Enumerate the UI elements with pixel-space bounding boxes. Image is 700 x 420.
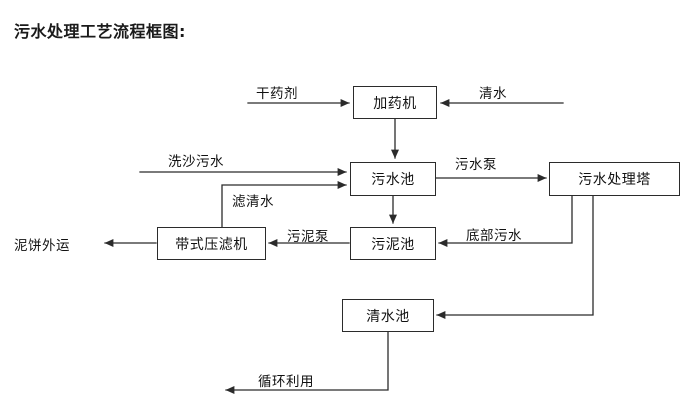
node-label: 污水处理塔 <box>578 172 651 188</box>
terminal-label-recycling-reuse: 循环利用 <box>258 374 314 390</box>
terminal-label-mud-cake-out: 泥饼外运 <box>14 238 70 254</box>
edge-label-filtered-clear-water: 滤清水 <box>232 194 274 210</box>
node-belt-filter-press[interactable]: 带式压滤机 <box>157 227 266 260</box>
edge-filter-press-to-sewage-pool <box>221 181 347 228</box>
edge-label-sewage-pump: 污水泵 <box>455 157 497 173</box>
page-title: 污水处理工艺流程框图: <box>14 22 186 41</box>
node-label: 加药机 <box>373 95 417 112</box>
node-clean-water-pool[interactable]: 清水池 <box>342 299 434 332</box>
node-sewage-pool[interactable]: 污水池 <box>350 162 436 196</box>
node-label: 污水池 <box>371 172 415 188</box>
node-label: 污泥池 <box>371 236 415 253</box>
edge-label-clean-water: 清水 <box>479 86 507 102</box>
node-dosing-machine[interactable]: 加药机 <box>353 86 437 119</box>
edge-tower-to-clean-water-pool <box>436 195 594 319</box>
edge-label-bottom-sewage: 底部污水 <box>466 228 522 244</box>
edge-clean-water-pool-to-recycling <box>225 331 389 394</box>
node-label: 清水池 <box>366 308 410 325</box>
edge-tower-to-sludge-pool <box>438 195 573 247</box>
node-label: 带式压滤机 <box>175 236 248 253</box>
edge-label-sludge-pump: 污泥泵 <box>287 229 329 245</box>
edge-label-sand-washing-sewage: 洗沙污水 <box>168 154 224 170</box>
node-sludge-pool[interactable]: 污泥池 <box>350 227 436 260</box>
node-sewage-treatment-tower[interactable]: 污水处理塔 <box>549 162 680 196</box>
edge-label-dry-agent: 干药剂 <box>256 86 298 102</box>
